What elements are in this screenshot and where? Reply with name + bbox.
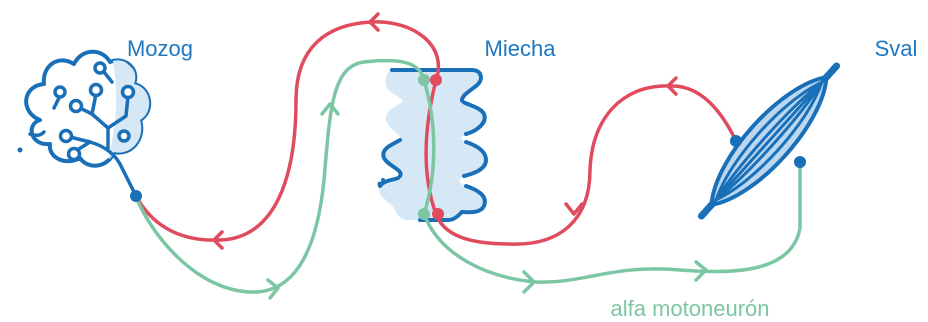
spinal-node-red-bottom (432, 208, 444, 220)
label-spinal-cord: Miecha (485, 36, 557, 61)
spinal-node-green-top (418, 74, 430, 86)
label-muscle: Sval (875, 36, 918, 61)
spinal-node-green-bottom (418, 208, 430, 220)
brain-node (130, 190, 142, 202)
label-brain: Mozog (127, 36, 193, 61)
label-alpha-motoneuron: alfa motoneurón (611, 296, 770, 321)
muscle-node-sensory (730, 135, 742, 147)
muscle-icon (685, 51, 852, 230)
muscle-node-motor (794, 156, 806, 168)
brain-icon (18, 52, 152, 192)
spinal-node-red-top (430, 74, 442, 86)
